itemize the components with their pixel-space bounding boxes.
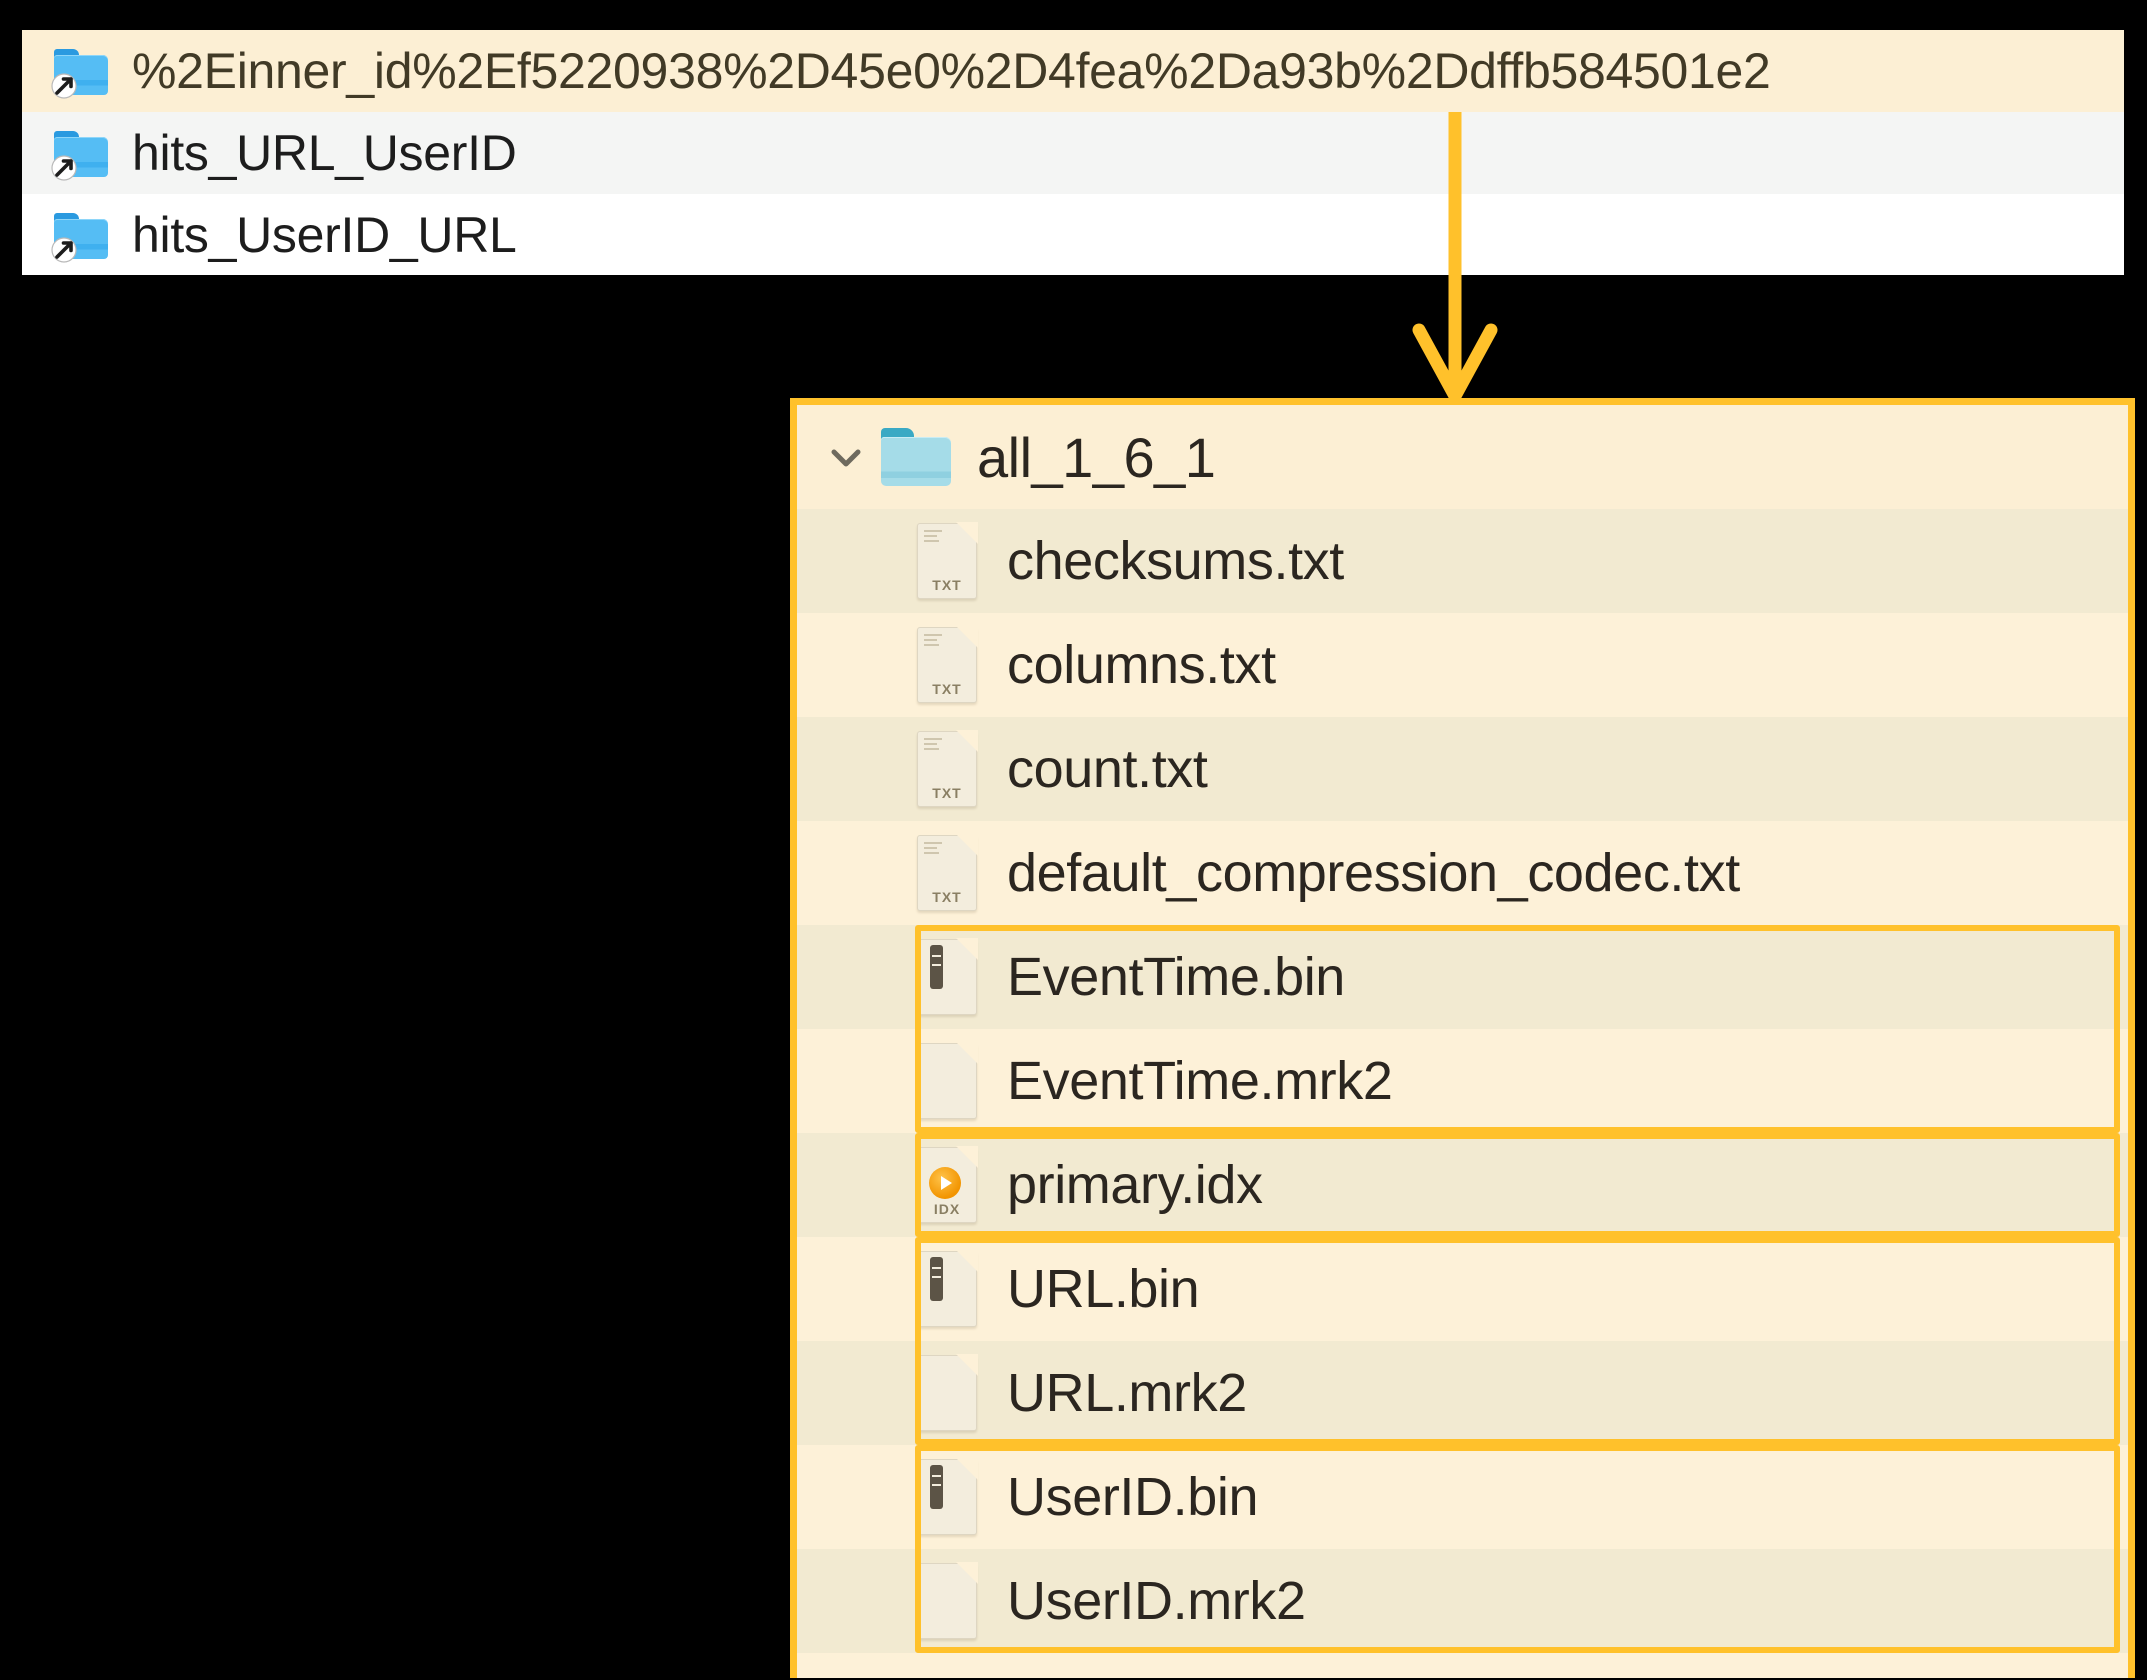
file-type-tag: TXT (932, 889, 962, 905)
tree-header-row[interactable]: all_1_6_1 (797, 405, 2128, 509)
file-name-label: URL.mrk2 (1007, 1363, 1247, 1423)
folder-list-item[interactable]: %2Einner_id%2Ef5220938%2D45e0%2D4fea%2Da… (22, 30, 2124, 112)
shortcut-arrow-overlay (51, 155, 77, 181)
binary-chip-glyph (930, 1257, 943, 1301)
file-name-label: columns.txt (1007, 635, 1276, 695)
txt-file-icon: TXT (917, 834, 978, 911)
file-row[interactable]: IDX primary.idx (797, 1133, 2128, 1237)
file-name-label: URL.bin (1007, 1259, 1200, 1319)
doc-fold-corner (956, 1250, 978, 1272)
bin-file-icon (917, 1458, 978, 1535)
doc-lines (924, 634, 944, 646)
file-name-label: primary.idx (1007, 1155, 1263, 1215)
idx-media-glyph (929, 1167, 961, 1199)
folder-list-item[interactable]: hits_UserID_URL (22, 194, 2124, 275)
folder-icon (879, 426, 953, 488)
file-type-tag: TXT (932, 577, 962, 593)
file-row[interactable]: EventTime.bin (797, 925, 2128, 1029)
folder-name-label: all_1_6_1 (977, 425, 1216, 489)
file-type-tag: IDX (933, 1201, 961, 1217)
txt-file-icon: TXT (917, 626, 978, 703)
folder-name-label: hits_UserID_URL (132, 207, 517, 263)
chevron-down-icon[interactable] (823, 434, 869, 480)
blank-file-icon (917, 1042, 978, 1119)
doc-fold-corner (956, 938, 978, 960)
idx-file-icon: IDX (917, 1146, 978, 1223)
file-name-label: UserID.mrk2 (1007, 1571, 1306, 1631)
file-row[interactable]: URL.mrk2 (797, 1341, 2128, 1445)
bin-file-icon (917, 938, 978, 1015)
file-row[interactable]: TXT count.txt (797, 717, 2128, 821)
file-row[interactable]: TXT default_compression_codec.txt (797, 821, 2128, 925)
doc-fold-corner (956, 834, 978, 856)
shortcut-arrow-overlay (51, 73, 77, 99)
doc-fold-corner (956, 1458, 978, 1480)
binary-chip-glyph (930, 1465, 943, 1509)
blank-file-icon (917, 1562, 978, 1639)
file-row[interactable]: UserID.bin (797, 1445, 2128, 1549)
file-row[interactable]: TXT columns.txt (797, 613, 2128, 717)
folder-name-label: %2Einner_id%2Ef5220938%2D45e0%2D4fea%2Da… (132, 43, 1771, 99)
doc-fold-corner (956, 1562, 978, 1584)
doc-fold-corner (956, 730, 978, 752)
file-name-label: checksums.txt (1007, 531, 1344, 591)
doc-fold-corner (956, 1042, 978, 1064)
doc-lines (924, 842, 944, 854)
txt-file-icon: TXT (917, 730, 978, 807)
file-row[interactable]: TXT checksums.txt (797, 509, 2128, 613)
file-row[interactable]: EventTime.mrk2 (797, 1029, 2128, 1133)
file-name-label: UserID.bin (1007, 1467, 1259, 1527)
file-name-label: default_compression_codec.txt (1007, 843, 1740, 903)
shortcut-arrow-overlay (51, 237, 77, 263)
file-row[interactable]: URL.bin (797, 1237, 2128, 1341)
folder-shortcut-icon (51, 127, 110, 181)
txt-file-icon: TXT (917, 522, 978, 599)
folder-shortcut-icon (51, 209, 110, 263)
folder-shortcut-icon (51, 45, 110, 99)
doc-lines (924, 738, 944, 750)
down-arrow-connector (1412, 112, 1498, 402)
file-name-label: EventTime.bin (1007, 947, 1345, 1007)
blank-file-icon (917, 1354, 978, 1431)
file-type-tag: TXT (932, 681, 962, 697)
folder-name-label: hits_URL_UserID (132, 125, 517, 181)
file-type-tag: TXT (932, 785, 962, 801)
doc-fold-corner (956, 1146, 978, 1168)
bin-file-icon (917, 1250, 978, 1327)
doc-fold-corner (956, 626, 978, 648)
doc-fold-corner (956, 522, 978, 544)
folder-list-item[interactable]: hits_URL_UserID (22, 112, 2124, 194)
file-name-label: EventTime.mrk2 (1007, 1051, 1393, 1111)
binary-chip-glyph (930, 945, 943, 989)
doc-fold-corner (956, 1354, 978, 1376)
folder-list-panel: %2Einner_id%2Ef5220938%2D45e0%2D4fea%2Da… (22, 30, 2124, 275)
file-row[interactable]: UserID.mrk2 (797, 1549, 2128, 1653)
file-name-label: count.txt (1007, 739, 1208, 799)
doc-lines (924, 530, 944, 542)
